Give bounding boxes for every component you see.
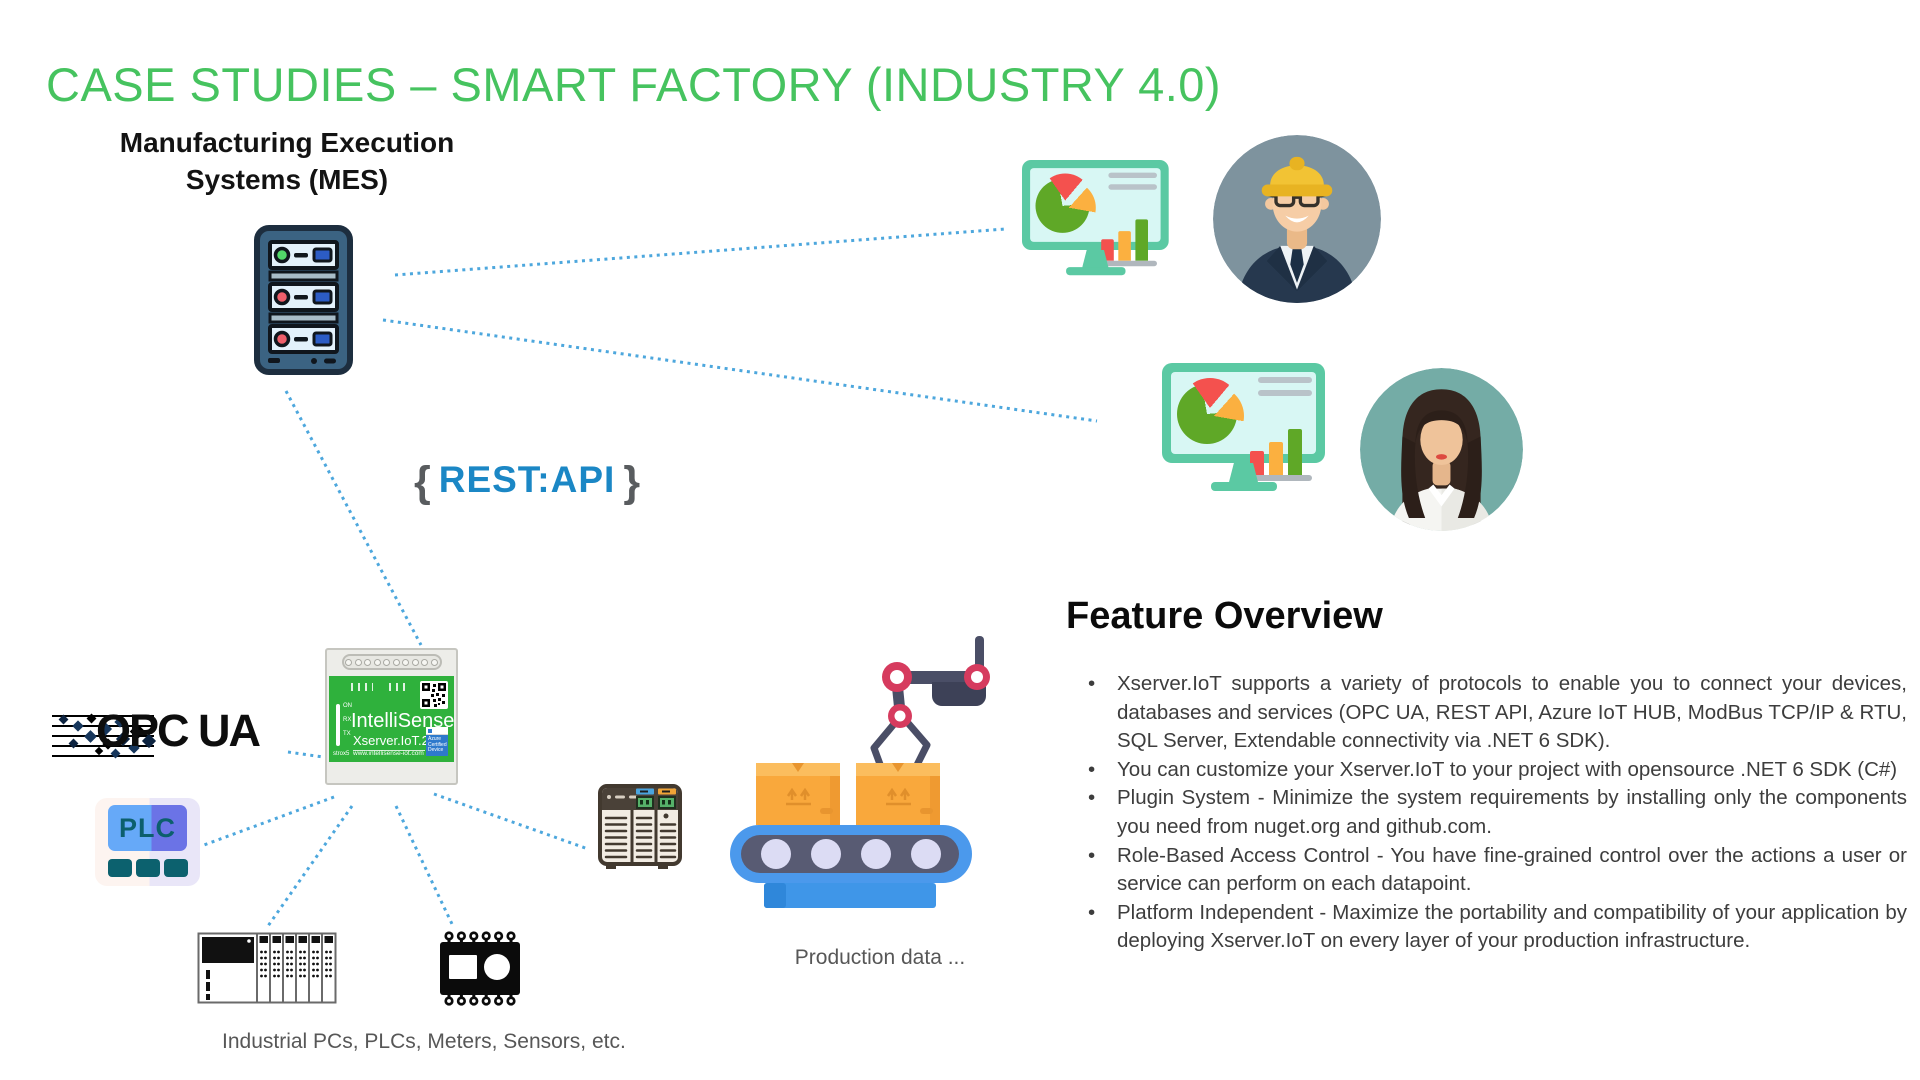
- device-side-text: strox5: [333, 751, 350, 757]
- led-labels: ON RX TX: [343, 703, 352, 737]
- link-xserver-rack: [266, 805, 354, 927]
- xserver-iot-device: ON RX TX IntelliSense Xserver.IoT.200 ww…: [325, 648, 458, 785]
- rest-api-text: REST:API: [438, 459, 616, 500]
- link-xserver-plc: [203, 795, 335, 847]
- text-lines-icon: [1108, 172, 1157, 196]
- rest-api-open-brace: {: [414, 458, 431, 506]
- plc-button: [164, 859, 188, 877]
- device-divider: [353, 750, 425, 751]
- link-mes-dashboard-2: [382, 318, 1098, 423]
- device-top-markings: [351, 683, 373, 691]
- device-model: Xserver.IoT.200: [353, 733, 444, 748]
- monitor-base: [1210, 482, 1277, 491]
- engineer-avatar-icon: [1213, 135, 1381, 303]
- pie-chart-icon: [1177, 378, 1244, 446]
- feature-bullet: Xserver.IoT supports a variety of protoc…: [1066, 670, 1907, 756]
- cardboard-box-icon: [756, 763, 840, 825]
- dashboard-monitor-icon: [1162, 363, 1325, 493]
- feature-overview-section: Feature Overview Xserver.IoT supports a …: [1066, 592, 1911, 956]
- devices-caption: Industrial PCs, PLCs, Meters, Sensors, e…: [222, 1030, 626, 1053]
- monitor-stand: [1081, 250, 1109, 269]
- mes-title-line2: Systems (MES): [185, 164, 389, 195]
- led-rx-label: RX: [343, 717, 352, 723]
- monitor-base: [1065, 267, 1126, 276]
- feature-overview-list: Xserver.IoT supports a variety of protoc…: [1066, 670, 1907, 956]
- plc-screen: PLC: [108, 805, 187, 851]
- power-meter-icon: [440, 931, 520, 1006]
- rest-api-close-brace: }: [623, 458, 641, 506]
- azure-certified-badge: Azure Certified Device: [426, 727, 448, 756]
- feature-bullet: Role-Based Access Control - You have fin…: [1066, 842, 1907, 899]
- cardboard-box-icon: [856, 763, 940, 825]
- plc-text: PLC: [119, 812, 176, 843]
- feature-bullet: You can customize your Xserver.IoT to yo…: [1066, 756, 1907, 785]
- opc-ua-text: OPC UA: [96, 705, 261, 756]
- link-xserver-controller: [433, 792, 589, 851]
- robot-arm-conveyor-icon: [730, 636, 990, 908]
- monitor-stand: [1228, 463, 1259, 484]
- pie-chart-icon: [1035, 173, 1096, 235]
- slide-title: CASE STUDIES – SMART FACTORY (INDUSTRY 4…: [46, 58, 1222, 112]
- production-data-label: Production data ...: [794, 946, 966, 969]
- qr-code-icon: [420, 681, 448, 709]
- feature-bullet: Platform Independent - Maximize the port…: [1066, 899, 1907, 956]
- bar-chart-icon: [1248, 428, 1312, 481]
- rest-api-label: {REST:API}: [414, 458, 640, 507]
- link-mes-dashboard-1: [394, 227, 1006, 277]
- feature-overview-heading: Feature Overview: [1066, 595, 1383, 637]
- plc-button: [136, 859, 160, 877]
- link-mes-xserver: [284, 390, 423, 646]
- opc-ua-logo: OPC UA: [52, 705, 284, 762]
- plc-rack-icon: [197, 932, 337, 1004]
- dashboard-monitor-icon: [1022, 160, 1169, 277]
- link-xserver-opcua: [287, 750, 324, 759]
- feature-bullet: Plugin System - Minimize the system requ…: [1066, 784, 1907, 841]
- link-xserver-meter: [394, 805, 454, 925]
- led-on-label: ON: [343, 703, 352, 709]
- analyst-avatar-icon: [1360, 368, 1523, 531]
- device-top-markings: [389, 683, 407, 691]
- led-tx-label: TX: [343, 731, 351, 737]
- device-website: www.intellisense-iot.com: [353, 750, 424, 757]
- industrial-controller-icon: [598, 784, 682, 869]
- azure-logo-icon: [426, 727, 448, 735]
- device-green-label: ON RX TX IntelliSense Xserver.IoT.200 ww…: [329, 676, 454, 762]
- led-bar-icon: [336, 704, 340, 746]
- text-lines-icon: [1258, 377, 1312, 403]
- terminal-strip-icon: [341, 654, 442, 670]
- plc-icon: PLC: [95, 798, 200, 886]
- mes-title-line1: Manufacturing Execution: [119, 127, 455, 158]
- mes-server-icon: [254, 225, 353, 375]
- plc-button: [108, 859, 132, 877]
- azure-badge-text: Azure Certified Device: [426, 735, 448, 756]
- device-brand: IntelliSense: [351, 710, 455, 732]
- mes-title: Manufacturing Execution Systems (MES): [110, 124, 464, 198]
- bar-chart-icon: [1099, 219, 1157, 267]
